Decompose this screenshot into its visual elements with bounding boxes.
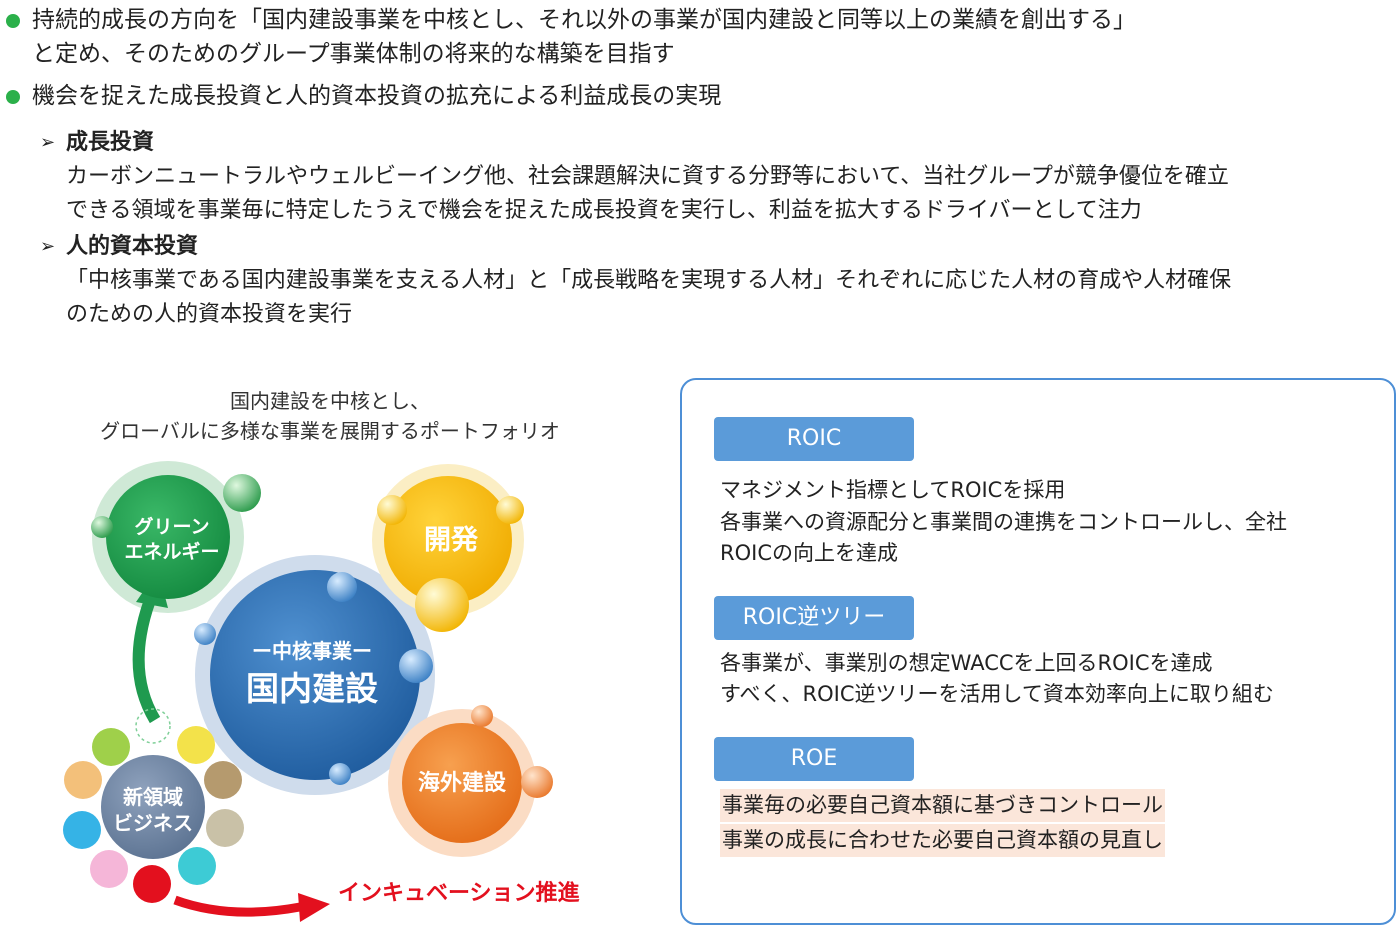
portfolio-diagram: ー中核事業ー 国内建設 グリーン エネルギー 開発 海外建設 新領域 ビジネス … <box>63 461 580 922</box>
roic-panel: ROIC マネジメント指標としてROICを採用 各事業への資源配分と事業間の連携… <box>680 378 1396 925</box>
portfolio-caption: 国内建設を中核とし、 グローバルに多様な事業を展開するポートフォリオ <box>40 386 620 446</box>
sub-body-line: カーボンニュートラルやウェルビーイング他、社会課題解決に資する分野等において、当… <box>66 164 1229 189</box>
roic-text-line: マネジメント指標としてROICを採用 <box>720 478 1066 502</box>
green-energy-label-1: グリーン <box>134 515 209 538</box>
bubble <box>91 516 113 538</box>
core-sub-label: ー中核事業ー <box>252 639 372 663</box>
bubble <box>329 763 351 785</box>
bubble <box>194 623 216 645</box>
bullet-1-line-2: と定め、そのためのグループ事業体制の将来的な構築を目指す <box>32 41 675 67</box>
bubble <box>92 728 130 766</box>
bubble <box>90 850 128 888</box>
bubble <box>64 761 102 799</box>
arrow-bullet-icon: ➢ <box>40 236 56 257</box>
bubble <box>133 865 171 903</box>
roe-text-line: 事業毎の必要自己資本額に基づきコントロール <box>720 789 1165 822</box>
roic-tree-tag: ROIC逆ツリー <box>714 596 914 640</box>
new-business-label-1: 新領域 <box>123 785 183 809</box>
bubble <box>223 474 261 512</box>
green-energy-label-2: エネルギー <box>124 541 219 563</box>
arrow-bullet-icon: ➢ <box>40 132 56 153</box>
dashed-bubble <box>135 708 171 744</box>
sub-body-line: 「中核事業である国内建設事業を支える人材」と「成長戦略を実現する人材」それぞれに… <box>66 268 1232 293</box>
sub-body-line: できる領域を事業毎に特定したうえで機会を捉えた成長投資を実行し、利益を拡大するド… <box>66 198 1142 223</box>
overseas-circle <box>402 723 522 843</box>
sub-body-line: のための人的資本投資を実行 <box>66 302 353 327</box>
sub-heading: 人的資本投資 <box>66 234 199 259</box>
portfolio-caption-line-2: グローバルに多様な事業を展開するポートフォリオ <box>100 419 560 443</box>
green-growth-arrow <box>132 597 161 724</box>
bullet-dot-icon <box>6 14 20 28</box>
bubble <box>178 847 216 885</box>
roe-tag: ROE <box>714 737 914 781</box>
new-business-circle <box>101 755 205 859</box>
roe-highlight: 事業の成長に合わせた必要自己資本額の見直し <box>720 824 1165 857</box>
roe-highlight: 事業毎の必要自己資本額に基づきコントロール <box>720 789 1165 822</box>
green-energy-circle <box>106 475 230 599</box>
development-circle <box>384 476 512 604</box>
incubation-arrow <box>173 895 301 917</box>
bubble <box>521 766 553 798</box>
incubation-label: インキュベーション推進 <box>338 881 580 906</box>
sub-heading: 成長投資 <box>66 130 155 155</box>
bubble <box>415 578 469 632</box>
bullet-dot-icon <box>6 90 20 104</box>
bubble <box>206 809 244 847</box>
roe-text-line: 事業の成長に合わせた必要自己資本額の見直し <box>720 824 1165 857</box>
core-circle <box>210 570 420 780</box>
new-business-label-2: ビジネス <box>113 811 193 835</box>
bubble <box>177 726 215 764</box>
roic-text-line: ROICの向上を達成 <box>720 541 898 565</box>
bubble <box>63 811 101 849</box>
bubble <box>471 705 493 727</box>
roic-tree-text-line: すべく、ROIC逆ツリーを活用して資本効率向上に取り組む <box>720 682 1274 706</box>
overseas-label: 海外建設 <box>418 770 507 796</box>
portfolio-caption-line-1: 国内建設を中核とし、 <box>230 389 430 413</box>
roic-text-line: 各事業への資源配分と事業間の連携をコントロールし、全社 <box>720 510 1287 534</box>
core-main-label: 国内建設 <box>246 669 378 708</box>
bubble <box>204 761 242 799</box>
incubation-arrow-head-icon <box>298 893 330 922</box>
bullet-2-line-1: 機会を捉えた成長投資と人的資本投資の拡充による利益成長の実現 <box>32 83 722 109</box>
bubble <box>496 496 524 524</box>
bubble <box>399 649 433 683</box>
roic-tag: ROIC <box>714 417 914 461</box>
bubble <box>327 572 357 602</box>
development-label: 開発 <box>424 525 479 556</box>
bubble <box>377 495 407 525</box>
roic-tree-text-line: 各事業が、事業別の想定WACCを上回るROICを達成 <box>720 651 1213 675</box>
bullet-1-line-1: 持続的成長の方向を「国内建設事業を中核とし、それ以外の事業が国内建設と同等以上の… <box>32 7 1136 33</box>
